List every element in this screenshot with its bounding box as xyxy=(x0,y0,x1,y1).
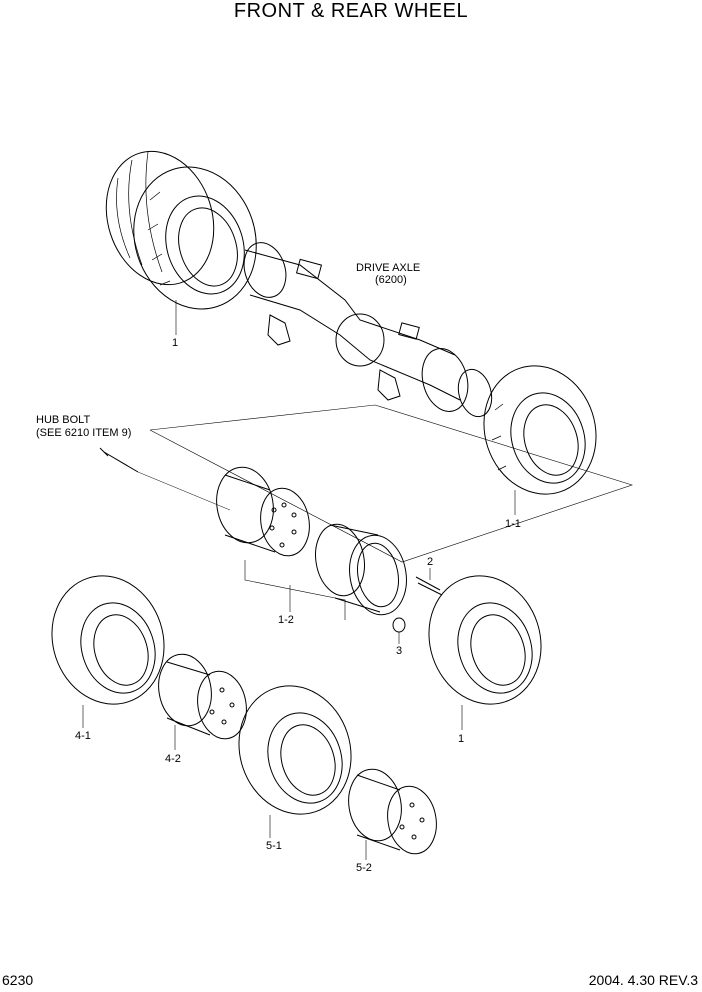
explode-outline xyxy=(149,404,633,563)
page-title: FRONT & REAR WHEEL xyxy=(233,0,469,22)
callout-1-upper: 1 xyxy=(172,337,179,349)
callout-1-2: 1-2 xyxy=(278,614,294,626)
tire-1-lower xyxy=(428,575,542,730)
dual-tire-inner xyxy=(133,166,257,310)
drive-axle-label: DRIVE AXLE xyxy=(356,262,421,274)
rim-5-2 xyxy=(348,768,437,860)
page-number: 6230 xyxy=(2,972,34,988)
hub-bolt xyxy=(99,447,231,511)
drive-axle xyxy=(243,242,493,418)
hub-bolt-label: HUB BOLT xyxy=(36,414,91,426)
tire-1-1 xyxy=(483,365,597,495)
callout-5-1: 5-1 xyxy=(266,840,282,852)
callout-5-2: 5-2 xyxy=(356,862,372,874)
drive-axle-code: (6200) xyxy=(375,274,407,286)
callout-4-2: 4-2 xyxy=(165,753,181,765)
nut-3 xyxy=(392,617,406,644)
callout-3: 3 xyxy=(396,645,403,657)
rim-1-2-rear xyxy=(315,523,407,616)
hub-bolt-reference: (SEE 6210 ITEM 9) xyxy=(36,427,132,439)
rim-4-2 xyxy=(158,653,247,750)
revision-date: 2004. 4.30 REV.3 xyxy=(588,972,698,988)
callout-1-1: 1-1 xyxy=(505,518,521,530)
callout-2: 2 xyxy=(427,556,434,568)
rim-1-2-front xyxy=(216,466,310,557)
leader-1-2 xyxy=(244,560,346,620)
tire-5-1 xyxy=(238,685,352,838)
callout-4-1: 4-1 xyxy=(75,730,91,742)
stud-2 xyxy=(415,568,443,596)
callout-1-lower: 1 xyxy=(458,733,465,745)
tire-4-1 xyxy=(51,575,165,728)
dual-tire-outer xyxy=(105,150,215,286)
